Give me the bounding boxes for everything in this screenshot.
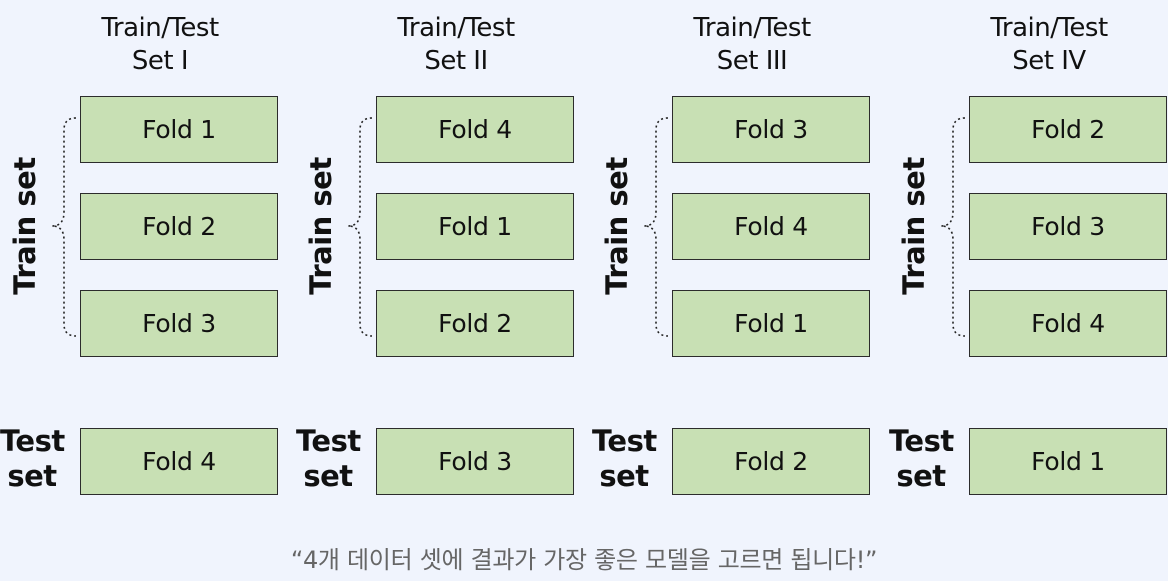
test-set-label: Test set	[0, 424, 65, 493]
train-fold: Fold 4	[672, 193, 870, 260]
set-title: Train/Test Set I	[101, 13, 219, 76]
train-fold: Fold 3	[80, 290, 278, 357]
train-set-brace	[51, 117, 77, 337]
train-fold: Fold 1	[672, 290, 870, 357]
test-fold: Fold 3	[376, 428, 574, 495]
train-fold: Fold 2	[80, 193, 278, 260]
train-fold: Fold 1	[80, 96, 278, 163]
test-set-label: Test set	[889, 424, 954, 493]
train-fold: Fold 4	[376, 96, 574, 163]
train-fold: Fold 4	[969, 290, 1167, 357]
train-test-set-4: Train/Test Set IV Train set Fold 2 Fold …	[889, 0, 1168, 520]
train-test-set-2: Train/Test Set II Train set Fold 4 Fold …	[296, 0, 592, 520]
train-test-set-1: Train/Test Set I Train set Fold 1 Fold 2…	[0, 0, 296, 520]
train-fold: Fold 3	[672, 96, 870, 163]
train-fold: Fold 1	[376, 193, 574, 260]
test-fold: Fold 1	[969, 428, 1167, 495]
set-title: Train/Test Set II	[397, 13, 515, 76]
train-set-brace	[940, 117, 966, 337]
test-set-label: Test set	[592, 424, 657, 493]
train-set-brace	[347, 117, 373, 337]
test-fold: Fold 4	[80, 428, 278, 495]
train-fold: Fold 2	[969, 96, 1167, 163]
test-fold: Fold 2	[672, 428, 870, 495]
test-set-label: Test set	[296, 424, 361, 493]
set-title: Train/Test Set IV	[990, 13, 1108, 76]
train-fold: Fold 3	[969, 193, 1167, 260]
train-set-brace	[643, 117, 669, 337]
train-fold: Fold 2	[376, 290, 574, 357]
caption: “4개 데이터 셋에 결과가 가장 좋은 모델을 고르면 됩니다!”	[290, 546, 878, 574]
set-title: Train/Test Set III	[693, 13, 811, 76]
train-test-set-3: Train/Test Set III Train set Fold 3 Fold…	[592, 0, 888, 520]
